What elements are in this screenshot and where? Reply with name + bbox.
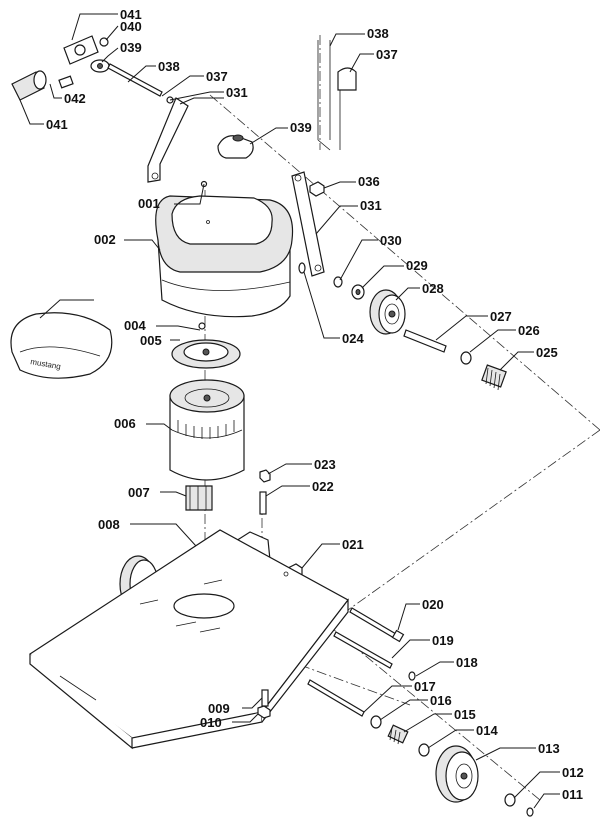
callout-030: 030 <box>380 233 402 248</box>
callout-012: 012 <box>562 765 584 780</box>
callout-042: 042 <box>64 91 86 106</box>
spring-025 <box>481 364 507 391</box>
callout-023: 023 <box>314 457 336 472</box>
handle-grip-assembly <box>11 35 174 104</box>
callout-020: 020 <box>422 597 444 612</box>
callout-032: 036 <box>358 174 380 189</box>
callout-037: 038 <box>158 59 180 74</box>
callout-026: 026 <box>518 323 540 338</box>
callout-001: 001 <box>138 196 160 211</box>
callout-025: 025 <box>536 345 558 360</box>
callout-017: 017 <box>414 679 436 694</box>
callout-011: 011 <box>562 787 583 802</box>
stud-022 <box>259 491 267 515</box>
callout-008: 008 <box>98 517 120 532</box>
callout-033: 037 <box>376 47 398 62</box>
motor-cover <box>155 195 294 318</box>
nut-032 <box>309 181 325 197</box>
mower-frame <box>29 529 349 750</box>
screw-004 <box>198 322 206 330</box>
callout-004: 004 <box>124 318 146 333</box>
callout-022: 022 <box>312 479 334 494</box>
callout-031-upper: 031 <box>226 85 248 100</box>
callout-027: 027 <box>490 309 512 324</box>
drive-belt: mustang <box>10 299 113 379</box>
callout-010: 010 <box>200 715 222 730</box>
washer-012 <box>504 793 516 807</box>
washer-018 <box>408 671 416 681</box>
callout-014: 014 <box>476 723 498 738</box>
callout-013: 013 <box>538 741 560 756</box>
callout-034: 038 <box>367 26 389 41</box>
callout-031-lower: 031 <box>360 198 382 213</box>
axle-017 <box>307 679 365 717</box>
spring-015 <box>387 724 409 745</box>
cam-block <box>217 134 254 159</box>
callout-041: 041 <box>46 117 68 132</box>
leader-lines <box>19 13 560 809</box>
callout-006: 006 <box>114 416 136 431</box>
axle-027 <box>403 329 447 353</box>
lower-bracket <box>291 171 325 277</box>
nut-023 <box>259 469 271 483</box>
callout-028: 028 <box>422 281 444 296</box>
washer-014 <box>418 743 430 757</box>
ring-024 <box>298 262 306 274</box>
callout-labels: 041 040 039 038 037 031 042 041 038 037 … <box>46 7 584 802</box>
callout-024: 024 <box>342 331 364 346</box>
callout-009: 009 <box>208 701 230 716</box>
handle-post <box>317 40 341 151</box>
callout-036: 037 <box>206 69 228 84</box>
motor <box>169 379 245 481</box>
motor-pulley <box>185 485 213 511</box>
axle-019 <box>333 631 393 669</box>
callout-019: 019 <box>432 633 454 648</box>
stud-009 <box>261 689 269 707</box>
clip-011 <box>526 807 534 817</box>
callout-039: 040 <box>120 19 142 34</box>
callout-007: 007 <box>128 485 150 500</box>
washer-026 <box>460 351 472 365</box>
upper-bracket <box>147 97 189 183</box>
callout-005: 005 <box>140 333 162 348</box>
idler-wheel <box>369 289 406 335</box>
callout-040: 041 <box>120 7 142 22</box>
callout-021: 021 <box>342 537 364 552</box>
rear-wheel <box>435 745 479 803</box>
washer-016 <box>370 715 382 729</box>
callout-016: 016 <box>430 693 452 708</box>
callout-002: 002 <box>94 232 116 247</box>
callout-018: 018 <box>456 655 478 670</box>
bolt-020 <box>349 607 397 639</box>
callout-038: 039 <box>120 40 142 55</box>
callout-035: 039 <box>290 120 312 135</box>
callout-029: 029 <box>406 258 428 273</box>
callout-015: 015 <box>454 707 476 722</box>
spring-clip <box>337 67 357 91</box>
mount-plate <box>171 339 241 369</box>
